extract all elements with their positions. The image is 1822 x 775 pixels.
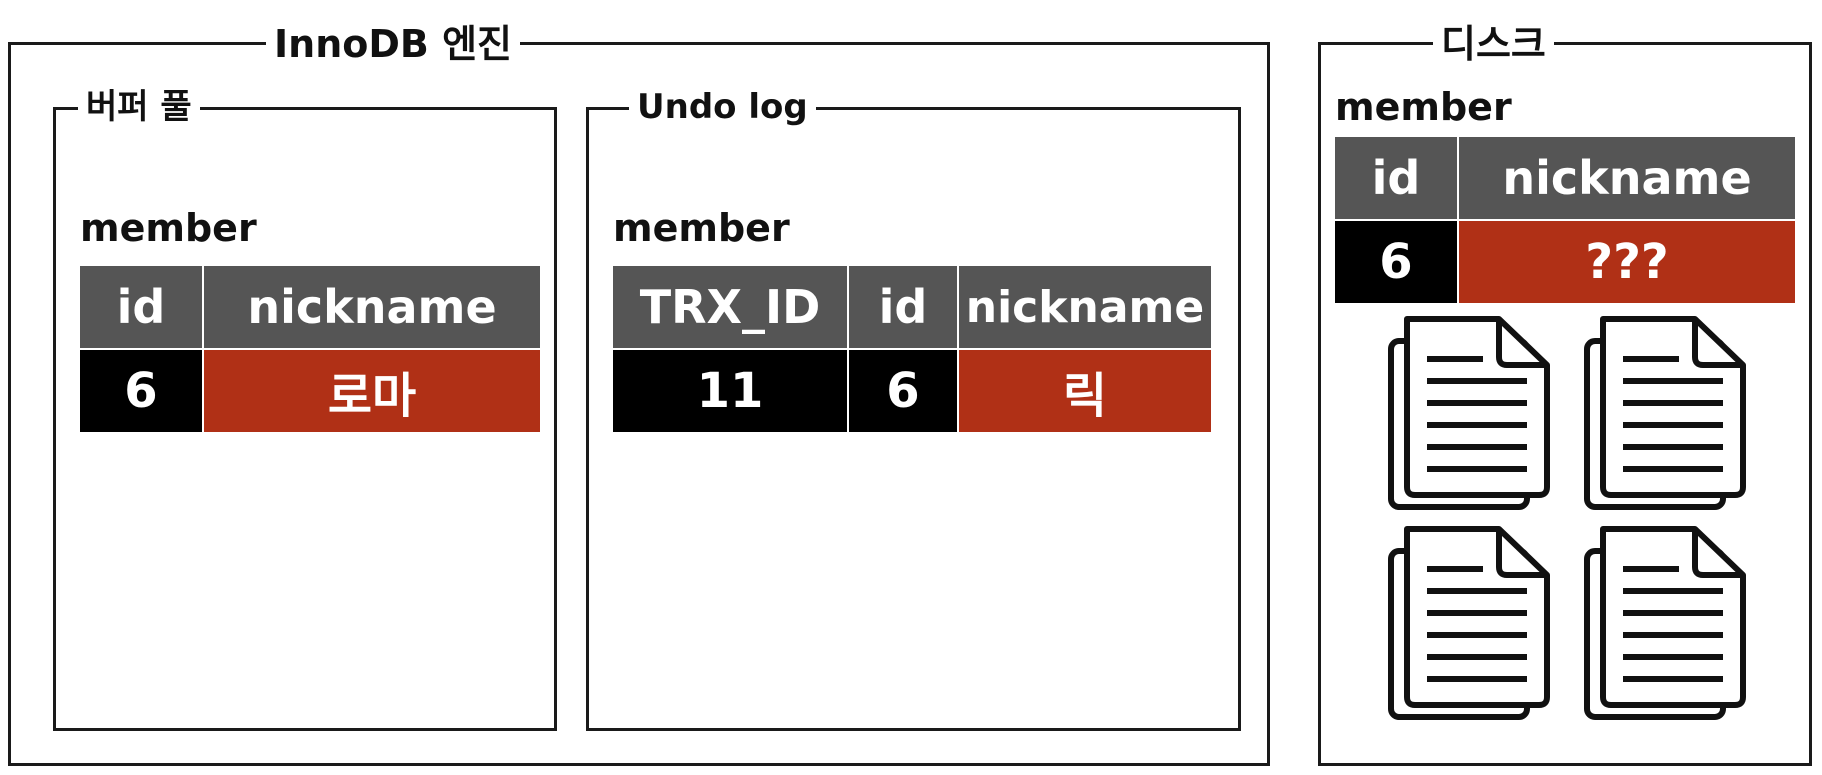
header-cell-id: id: [847, 264, 959, 350]
disk-table: id nickname 6 ???: [1333, 135, 1797, 305]
cell-trx-id: 11: [611, 348, 849, 434]
cell-nickname: 릭: [957, 348, 1213, 434]
header-cell-trx-id: TRX_ID: [611, 264, 849, 350]
document-stack-icons: [1321, 315, 1811, 765]
buffer-pool-table-name: member: [80, 206, 257, 250]
document-icon: [1391, 529, 1547, 717]
undo-log-table: TRX_ID id nickname 11 6 릭: [611, 264, 1213, 434]
cell-nickname: ???: [1457, 219, 1797, 305]
undo-log-table-name: member: [613, 206, 790, 250]
disk-title: 디스크: [1433, 19, 1554, 69]
disk-frame: 디스크 member id nickname 6 ???: [1318, 19, 1812, 766]
undo-log-frame: Undo log member TRX_ID id nickname 11 6 …: [586, 82, 1241, 731]
document-icon: [1587, 319, 1743, 507]
innodb-engine-title: InnoDB 엔진: [266, 19, 521, 69]
cell-id: 6: [78, 348, 204, 434]
disk-table-name: member: [1335, 85, 1512, 129]
undo-log-title: Undo log: [629, 82, 816, 132]
cell-id: 6: [1333, 219, 1459, 305]
innodb-engine-frame: InnoDB 엔진 버퍼 풀 member id nickname 6 로마 U…: [8, 19, 1270, 766]
buffer-pool-frame: 버퍼 풀 member id nickname 6 로마: [53, 82, 557, 731]
cell-nickname: 로마: [202, 348, 542, 434]
header-cell-id: id: [1333, 135, 1459, 221]
cell-id: 6: [847, 348, 959, 434]
header-cell-nickname: nickname: [1457, 135, 1797, 221]
buffer-pool-title: 버퍼 풀: [78, 82, 200, 132]
header-cell-nickname: nickname: [957, 264, 1213, 350]
document-icon: [1587, 529, 1743, 717]
document-icon: [1391, 319, 1547, 507]
header-cell-id: id: [78, 264, 204, 350]
header-cell-nickname: nickname: [202, 264, 542, 350]
buffer-pool-table: id nickname 6 로마: [78, 264, 542, 434]
